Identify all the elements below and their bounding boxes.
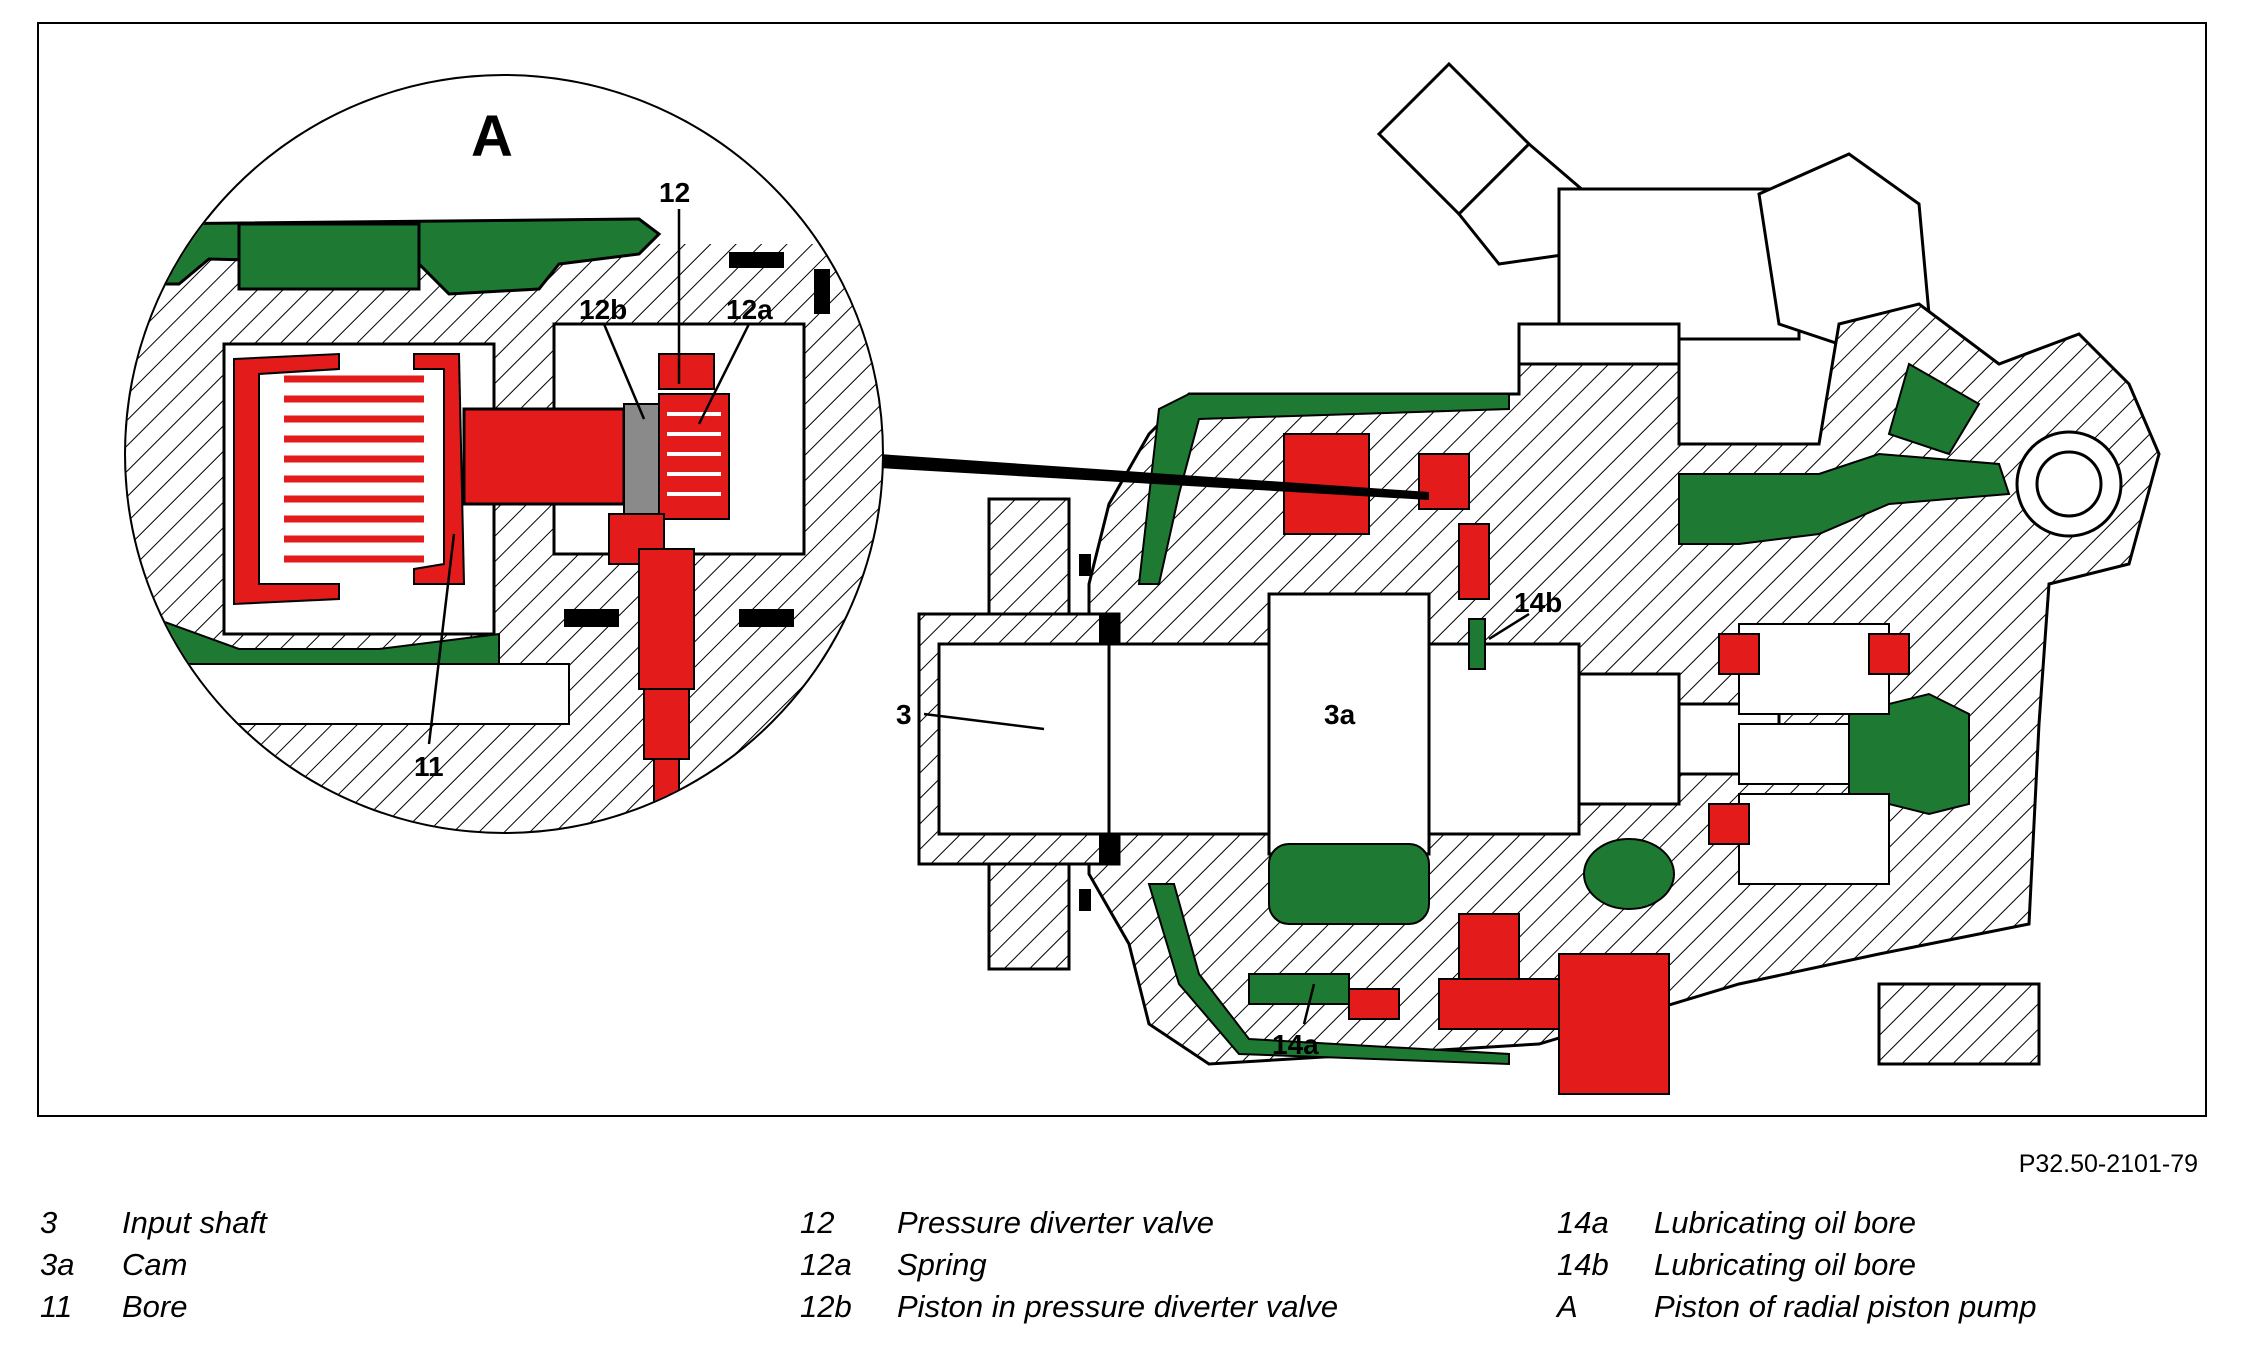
- detail-a-circle: [124, 74, 884, 834]
- legend-text: Pressure diverter valve: [897, 1205, 1215, 1240]
- legend-text: Bore: [122, 1289, 188, 1324]
- legend-number: 11: [40, 1289, 73, 1324]
- legend-item: A Piston of radial piston pump: [1557, 1289, 2037, 1331]
- legend-column-2: 12 Pressure diverter valve 12a Spring 12b P…: [800, 1205, 1338, 1331]
- callout-lines: [427, 209, 1530, 1025]
- detail-leader-line: [879, 454, 1429, 500]
- legend-number: 12: [800, 1205, 835, 1240]
- callout-12: 12: [659, 177, 690, 208]
- legend-item: 11 Bore: [40, 1289, 267, 1331]
- callout-11: 11: [414, 751, 444, 782]
- detail-a-label: A: [471, 104, 513, 169]
- legend-text: Input shaft: [122, 1205, 267, 1240]
- legend-item: 14a Lubricating oil bore: [1557, 1205, 2037, 1247]
- legend-number: A: [1557, 1289, 1578, 1324]
- pump-diagram-frame: A 12 12b 12a 11 3 3a 14b 14a: [37, 22, 2207, 1117]
- callout-12a: 12a: [726, 294, 773, 325]
- legend-text: Lubricating oil bore: [1654, 1205, 1916, 1240]
- legend-number: 12b: [800, 1289, 852, 1324]
- legend-item: 14b Lubricating oil bore: [1557, 1247, 2037, 1289]
- callout-3: 3: [896, 699, 912, 730]
- legend-text: Piston of radial piston pump: [1654, 1289, 2037, 1324]
- legend-item: 12 Pressure diverter valve: [800, 1205, 1338, 1247]
- pump-housing: [917, 61, 2161, 1095]
- legend-text: Piston in pressure diverter valve: [897, 1289, 1339, 1324]
- legend-number: 12a: [800, 1247, 852, 1282]
- legend-text: Spring: [897, 1247, 987, 1282]
- figure-code: P32.50-2101-79: [2018, 1150, 2198, 1178]
- legend-column-1: 3 Input shaft 3a Cam 11 Bore: [40, 1205, 267, 1331]
- callout-3a: 3a: [1324, 699, 1356, 730]
- legend-number: 3: [40, 1205, 58, 1240]
- legend-item: 3a Cam: [40, 1247, 267, 1289]
- callout-labels: A 12 12b 12a 11 3 3a 14b 14a: [414, 104, 1562, 1060]
- callout-12b: 12b: [579, 294, 627, 325]
- legend-item: 3 Input shaft: [40, 1205, 267, 1247]
- legend-text: Cam: [122, 1247, 188, 1282]
- legend-item: 12b Piston in pressure diverter valve: [800, 1289, 1338, 1331]
- legend-number: 14b: [1557, 1247, 1609, 1282]
- callout-14a: 14a: [1272, 1029, 1319, 1060]
- legend-number: 3a: [40, 1247, 75, 1282]
- pump-cross-section-drawing: A 12 12b 12a 11 3 3a 14b 14a: [124, 61, 2161, 1095]
- legend-number: 14a: [1557, 1205, 1609, 1240]
- legend-item: 12a Spring: [800, 1247, 1338, 1289]
- callout-14b: 14b: [1514, 587, 1562, 618]
- legend-text: Lubricating oil bore: [1654, 1247, 1916, 1282]
